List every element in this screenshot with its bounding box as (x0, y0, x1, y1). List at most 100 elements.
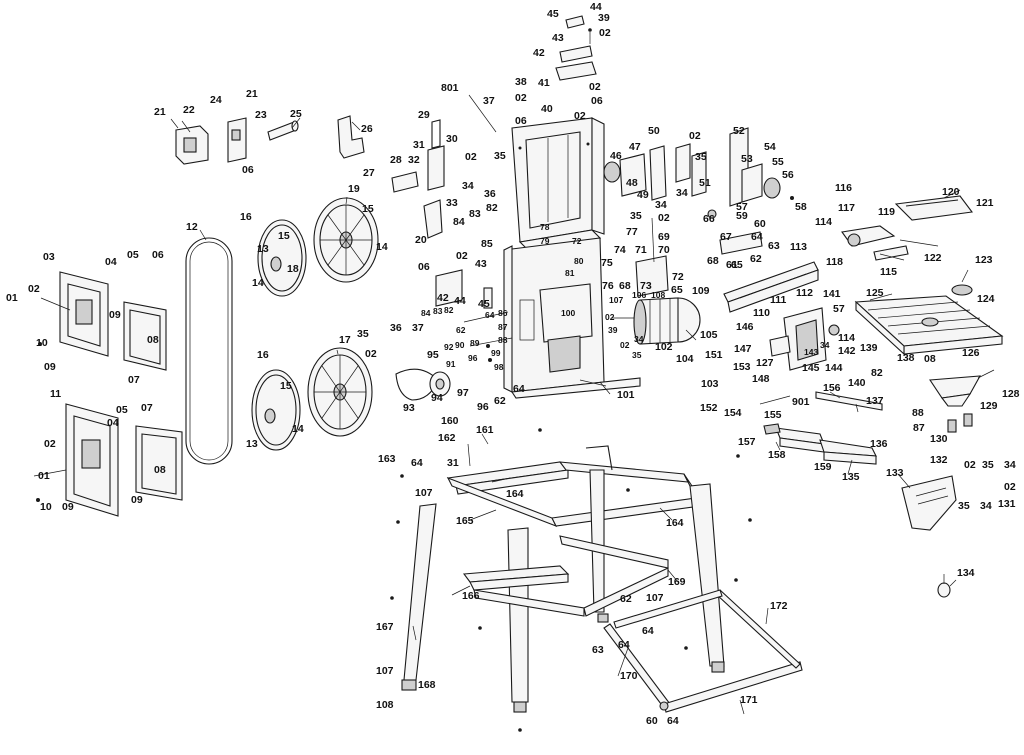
callout-06: 06 (591, 95, 603, 107)
callout-73: 73 (640, 280, 652, 292)
callout-05: 05 (127, 249, 139, 261)
callout-157: 157 (738, 436, 756, 448)
callout-136: 136 (870, 438, 888, 450)
callout-02: 02 (515, 92, 527, 104)
callout-07: 07 (141, 402, 153, 414)
callout-34: 34 (676, 187, 688, 199)
lower-wheel (307, 347, 373, 437)
callout-108: 108 (651, 290, 665, 300)
callout-86: 86 (498, 308, 508, 318)
callout-39: 39 (608, 325, 618, 335)
callout-160: 160 (441, 415, 459, 427)
callout-35: 35 (357, 328, 369, 340)
callout-114: 114 (838, 332, 855, 344)
callout-45: 45 (547, 8, 559, 20)
callout-125: 125 (866, 287, 884, 299)
callout-04: 04 (105, 256, 117, 268)
callout-75: 75 (601, 257, 613, 269)
callout-106: 106 (632, 290, 646, 300)
callout-11: 11 (50, 388, 61, 400)
callout-161: 161 (476, 424, 494, 436)
stand-top-frame (446, 445, 701, 528)
callout-44: 44 (590, 1, 602, 13)
saw-blade (185, 237, 233, 465)
callout-146: 146 (736, 321, 754, 333)
callout-102: 102 (655, 341, 673, 353)
callout-162: 162 (438, 432, 456, 444)
callout-37: 37 (412, 322, 424, 334)
drive-belt (395, 368, 451, 401)
upper-wheel (313, 197, 379, 283)
callout-25: 25 (290, 108, 302, 120)
callout-06: 06 (242, 164, 254, 176)
callout-76: 76 (602, 280, 614, 292)
callout-02: 02 (574, 110, 586, 122)
mobile-base (603, 589, 803, 713)
callout-119: 119 (878, 206, 895, 218)
callout-87: 87 (913, 422, 925, 434)
callout-126: 126 (962, 347, 980, 359)
callout-64: 64 (618, 639, 630, 651)
callout-09: 09 (109, 309, 121, 321)
work-table (854, 295, 1004, 356)
callout-55: 55 (772, 156, 784, 168)
callout-02: 02 (605, 312, 615, 322)
callout-40: 40 (541, 103, 553, 115)
stand-lower-frame (462, 535, 669, 617)
callout-59: 59 (736, 210, 748, 222)
callout-155: 155 (764, 409, 782, 421)
callout-163: 163 (378, 453, 396, 465)
callout-18: 18 (287, 263, 299, 275)
callout-62: 62 (620, 593, 632, 605)
callout-100: 100 (561, 308, 575, 318)
callout-153: 153 (733, 361, 751, 373)
callout-34: 34 (980, 500, 992, 512)
dust-port-cover (901, 475, 957, 531)
callout-08: 08 (924, 353, 936, 365)
callout-156: 156 (823, 382, 841, 394)
callout-02: 02 (456, 250, 468, 262)
callout-09: 09 (44, 361, 56, 373)
callout-88: 88 (498, 335, 508, 345)
callout-35: 35 (958, 500, 970, 512)
callout-115: 115 (880, 266, 897, 278)
rip-fence (763, 391, 883, 465)
fence-assembly (841, 195, 974, 296)
callout-02: 02 (589, 81, 601, 93)
callout-35: 35 (630, 210, 642, 222)
callout-02: 02 (689, 130, 701, 142)
callout-79: 79 (540, 236, 550, 246)
callout-122: 122 (924, 252, 942, 264)
callout-34: 34 (820, 340, 830, 350)
callout-02: 02 (1004, 481, 1016, 493)
callout-105: 105 (700, 329, 718, 341)
top-blade-guard-parts (555, 15, 597, 81)
callout-84: 84 (453, 216, 465, 228)
callout-02: 02 (599, 27, 611, 39)
callout-64: 64 (485, 310, 495, 320)
callout-147: 147 (734, 343, 752, 355)
callout-60: 60 (754, 218, 766, 230)
callout-31: 31 (447, 457, 459, 469)
callout-135: 135 (842, 471, 860, 483)
callout-83: 83 (433, 306, 443, 316)
callout-108: 108 (376, 699, 394, 711)
leader-lines (33, 94, 969, 715)
callout-62: 62 (750, 253, 762, 265)
callout-07: 07 (128, 374, 140, 386)
callout-31: 31 (413, 139, 425, 151)
callout-801: 801 (441, 82, 459, 94)
callout-107: 107 (609, 295, 623, 305)
callout-117: 117 (838, 202, 855, 214)
callout-13: 13 (257, 243, 269, 255)
callout-50: 50 (648, 125, 660, 137)
callout-148: 148 (752, 373, 770, 385)
callout-64: 64 (642, 625, 654, 637)
callout-61: 61 (726, 259, 738, 271)
callout-46: 46 (610, 150, 622, 162)
callout-107: 107 (415, 487, 433, 499)
callout-139: 139 (860, 342, 878, 354)
callout-02: 02 (620, 340, 630, 350)
callout-168: 168 (418, 679, 436, 691)
callout-124: 124 (977, 293, 995, 305)
